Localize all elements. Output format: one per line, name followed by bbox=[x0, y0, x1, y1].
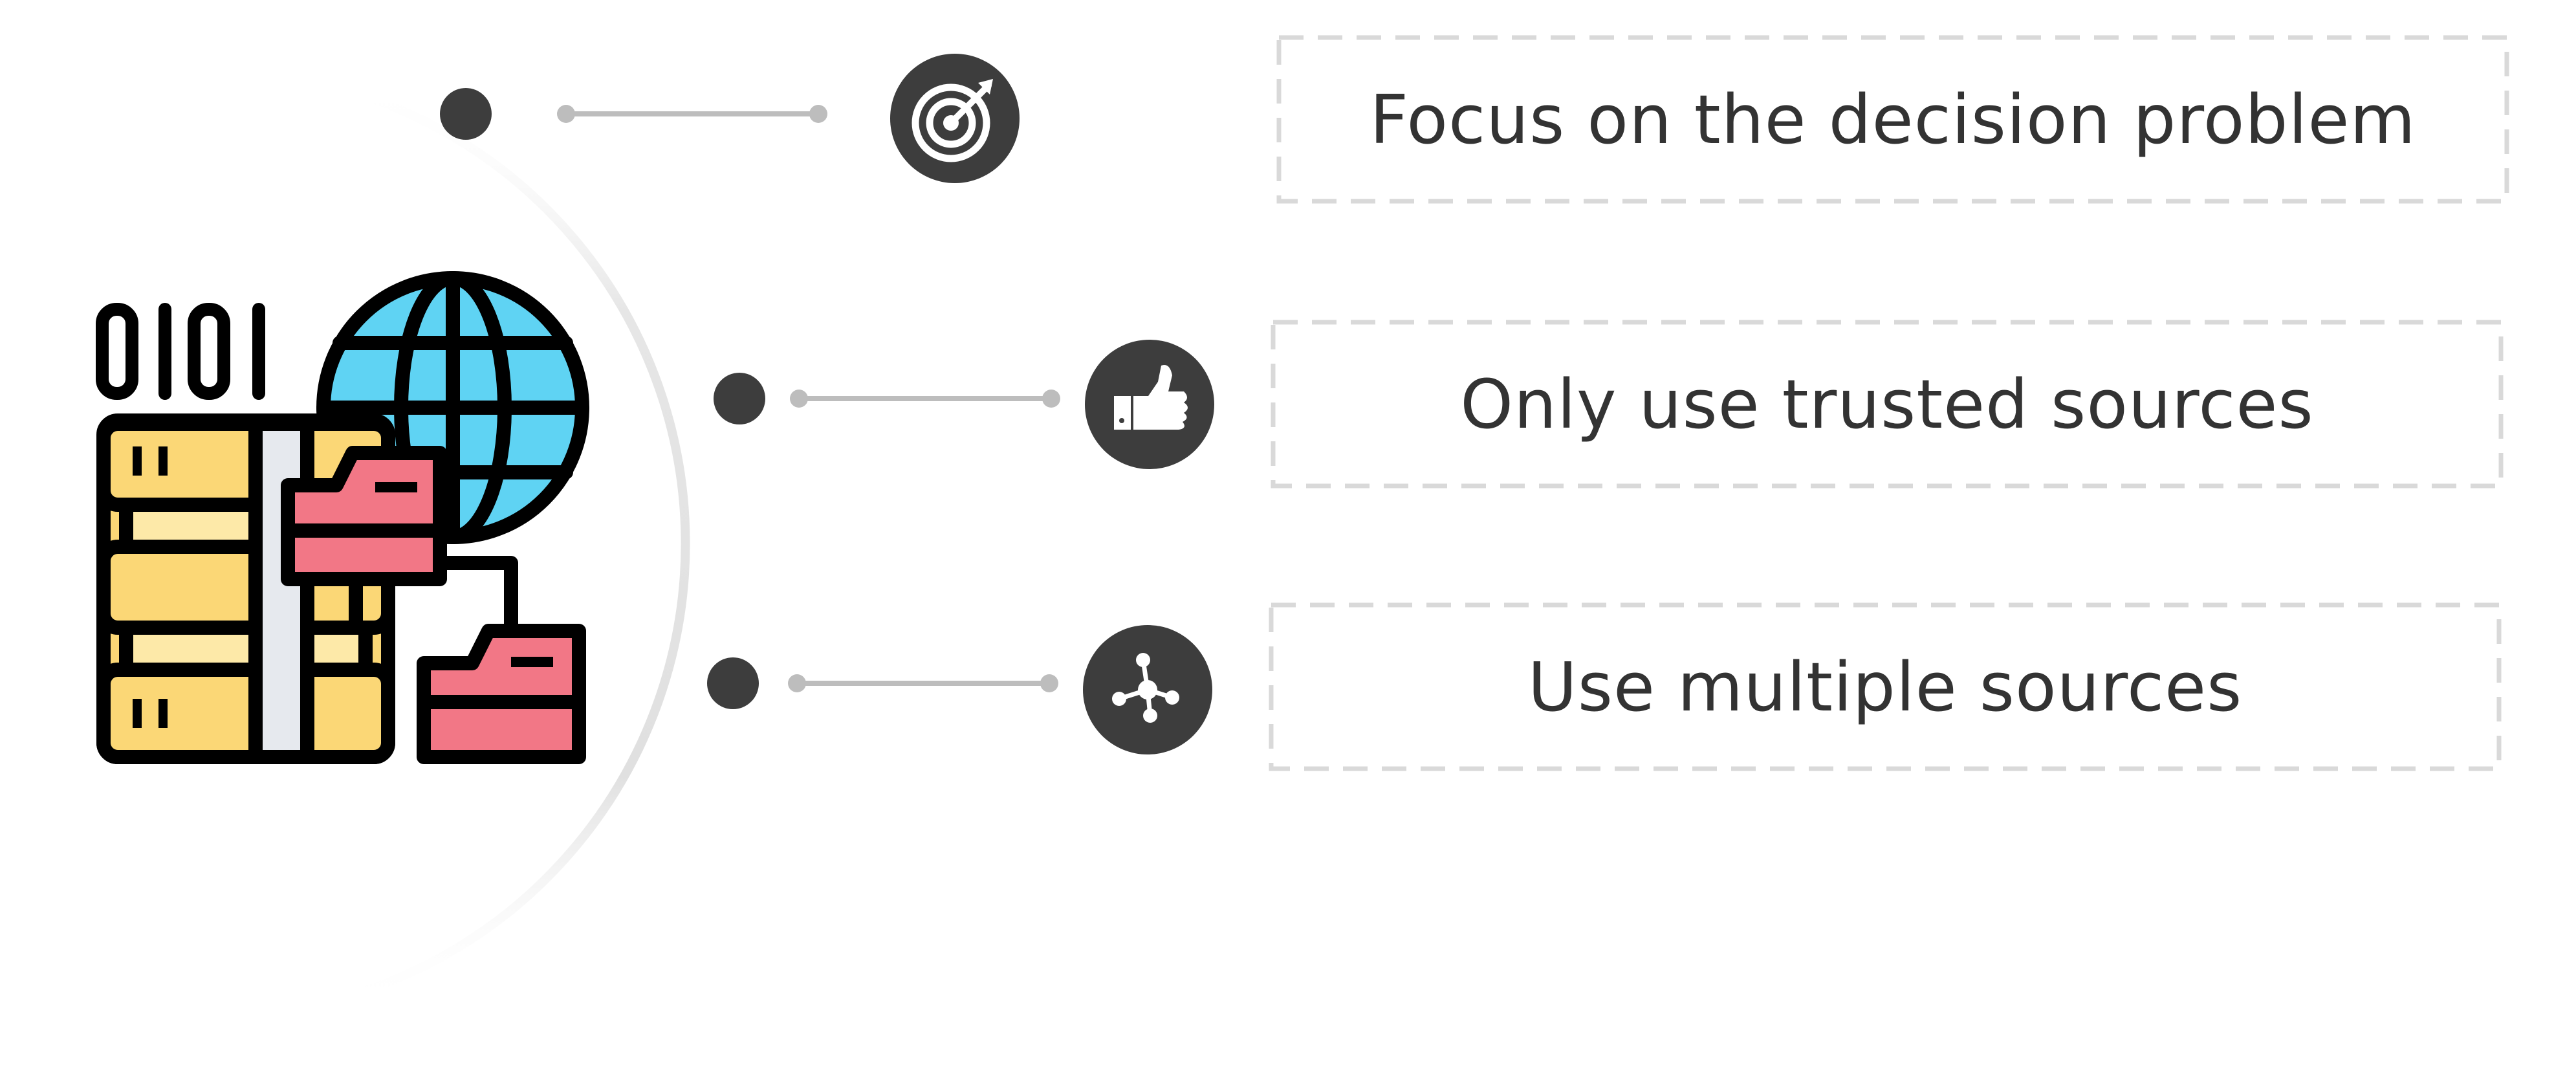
data-storage-illustration bbox=[96, 271, 589, 764]
timeline-dot-2 bbox=[714, 373, 765, 424]
item-label-3: Use multiple sources bbox=[1527, 647, 2243, 727]
network-nodes-icon bbox=[1083, 625, 1212, 754]
text-card-3 bbox=[1269, 602, 2502, 771]
folder-icon-top bbox=[281, 446, 447, 586]
folder-icon-bottom bbox=[417, 624, 586, 764]
item-row-3 bbox=[707, 602, 2502, 771]
target-icon bbox=[890, 54, 1020, 183]
timeline-dot-3 bbox=[707, 657, 759, 709]
binary-digits-graphic bbox=[96, 303, 265, 400]
timeline-dot-1 bbox=[440, 88, 492, 140]
thumbs-up-hand-icon bbox=[1085, 340, 1214, 469]
item-row-2 bbox=[714, 320, 2504, 489]
text-card-1 bbox=[1276, 35, 2509, 204]
background-arc bbox=[290, 73, 690, 1014]
item-row-1 bbox=[440, 35, 2509, 204]
item-label-1: Focus on the decision problem bbox=[1370, 80, 2416, 159]
item-label-2: Only use trusted sources bbox=[1460, 364, 2314, 444]
text-card-2 bbox=[1271, 320, 2504, 489]
